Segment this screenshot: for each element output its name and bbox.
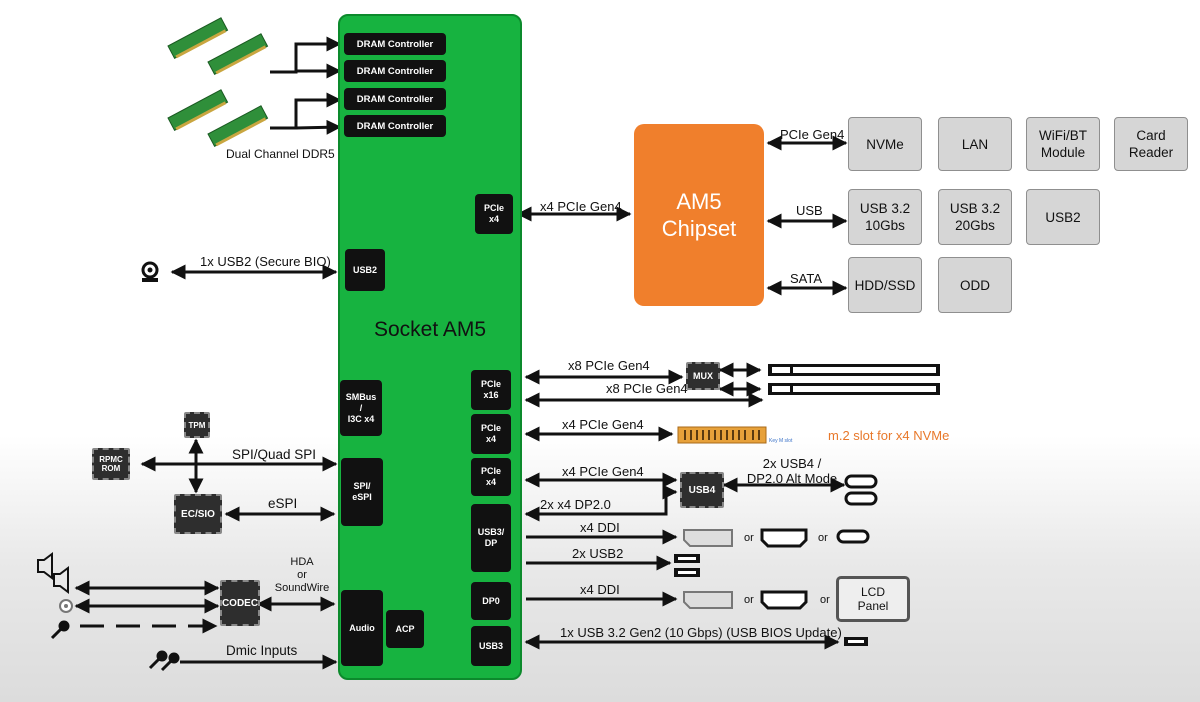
usb32-10gbs-box: USB 3.2 10Gbs: [848, 189, 922, 245]
lan-box: LAN: [938, 117, 1012, 171]
pcie-x4-usb4-block: PCIe x4: [471, 458, 511, 496]
key-m-label: Key M slot: [769, 438, 793, 444]
dp0-block: DP0: [471, 582, 511, 620]
audio-block: Audio: [341, 590, 383, 666]
pcie-slot-icon: [768, 364, 940, 395]
usb3-dp-block: USB3/ DP: [471, 504, 511, 572]
usb-bios-label: 1x USB 3.2 Gen2 (10 Gbps) (USB BIOS Upda…: [560, 625, 842, 640]
spi-espi-block: SPI/ eSPI: [341, 458, 383, 526]
sata-link-label: SATA: [790, 271, 823, 286]
displayport-icon: [683, 529, 733, 609]
ddi-1-label: x4 DDI: [580, 520, 620, 535]
x8-pcie-b-label: x8 PCIe Gen4: [606, 381, 688, 396]
dram-controller-1: DRAM Controller: [344, 33, 446, 55]
memory-label: Dual Channel DDR5: [226, 147, 335, 161]
wifi-bt-box: WiFi/BT Module: [1026, 117, 1100, 171]
webcam-icon: [141, 261, 159, 282]
or-1: or: [744, 532, 754, 544]
pcie-x4-m2-block: PCIe x4: [471, 414, 511, 454]
ram-stick-icon: [167, 17, 269, 148]
speaker-icon: [37, 552, 69, 594]
am5-chipset: AM5 Chipset: [634, 124, 764, 306]
dp20-label: 2x x4 DP2.0: [540, 497, 611, 512]
or-2: or: [818, 532, 828, 544]
socket-title: Socket AM5: [373, 318, 487, 341]
usb4-link-label: x4 PCIe Gen4: [562, 464, 644, 479]
usb2-block: USB2: [345, 249, 385, 291]
nvme-box: NVMe: [848, 117, 922, 171]
dram-controller-4: DRAM Controller: [344, 115, 446, 137]
x8-pcie-a-label: x8 PCIe Gen4: [568, 358, 650, 373]
espi-label: eSPI: [268, 496, 298, 511]
pcie-gen4-link-label: PCIe Gen4: [780, 127, 845, 142]
ec-sio-chip: EC/SIO: [174, 494, 222, 534]
or-3: or: [744, 594, 754, 606]
mux-chip: MUX: [686, 362, 720, 390]
m2-link-label: x4 PCIe Gen4: [562, 417, 644, 432]
chipset-link-label: x4 PCIe Gen4: [540, 199, 622, 214]
hdmi-port-icon: [760, 528, 808, 610]
pcie-x4-chipset-block: PCIe x4: [475, 194, 513, 234]
m2-slot-icon: [677, 426, 767, 444]
dram-controller-2: DRAM Controller: [344, 60, 446, 82]
usb2x2-label: 2x USB2: [572, 546, 624, 561]
rpmc-rom-chip: RPMC ROM: [92, 448, 130, 480]
usb3-block: USB3: [471, 626, 511, 666]
smbus-block: SMBus / I3C x4: [340, 380, 382, 436]
ddi-2-label: x4 DDI: [580, 582, 620, 597]
hda-soundwire-label: HDA or SoundWire: [274, 556, 330, 594]
usb32-20gbs-box: USB 3.2 20Gbs: [938, 189, 1012, 245]
usb-link-label: USB: [796, 203, 823, 218]
pcie-x16-block: PCIe x16: [471, 370, 511, 410]
usb2-box: USB2: [1026, 189, 1100, 245]
or-4: or: [820, 594, 830, 606]
usb-a-port-icon: [674, 554, 868, 646]
usb-c-port-icon: [836, 474, 878, 544]
card-reader-box: Card Reader: [1114, 117, 1188, 171]
usb4-chip: USB4: [680, 472, 724, 508]
dmic-label: Dmic Inputs: [226, 643, 298, 658]
dram-controller-3: DRAM Controller: [344, 88, 446, 110]
lcd-panel-icon: LCD Panel: [836, 576, 910, 622]
codec-chip: CODEC: [220, 580, 260, 626]
odd-box: ODD: [938, 257, 1012, 313]
usb4-output-label: 2x USB4 / DP2.0 Alt Mode: [746, 456, 838, 486]
headphone-jack-icon: [59, 599, 73, 613]
microphone-icon: [50, 620, 180, 672]
hdd-ssd-box: HDD/SSD: [848, 257, 922, 313]
usb2-bio-label: 1x USB2 (Secure BIO): [200, 254, 331, 269]
tpm-chip: TPM: [184, 412, 210, 438]
acp-block: ACP: [386, 610, 424, 648]
spi-quad-label: SPI/Quad SPI: [232, 447, 317, 462]
socket-am5: [338, 14, 522, 680]
m2-note: m.2 slot for x4 NVMe: [828, 428, 950, 443]
